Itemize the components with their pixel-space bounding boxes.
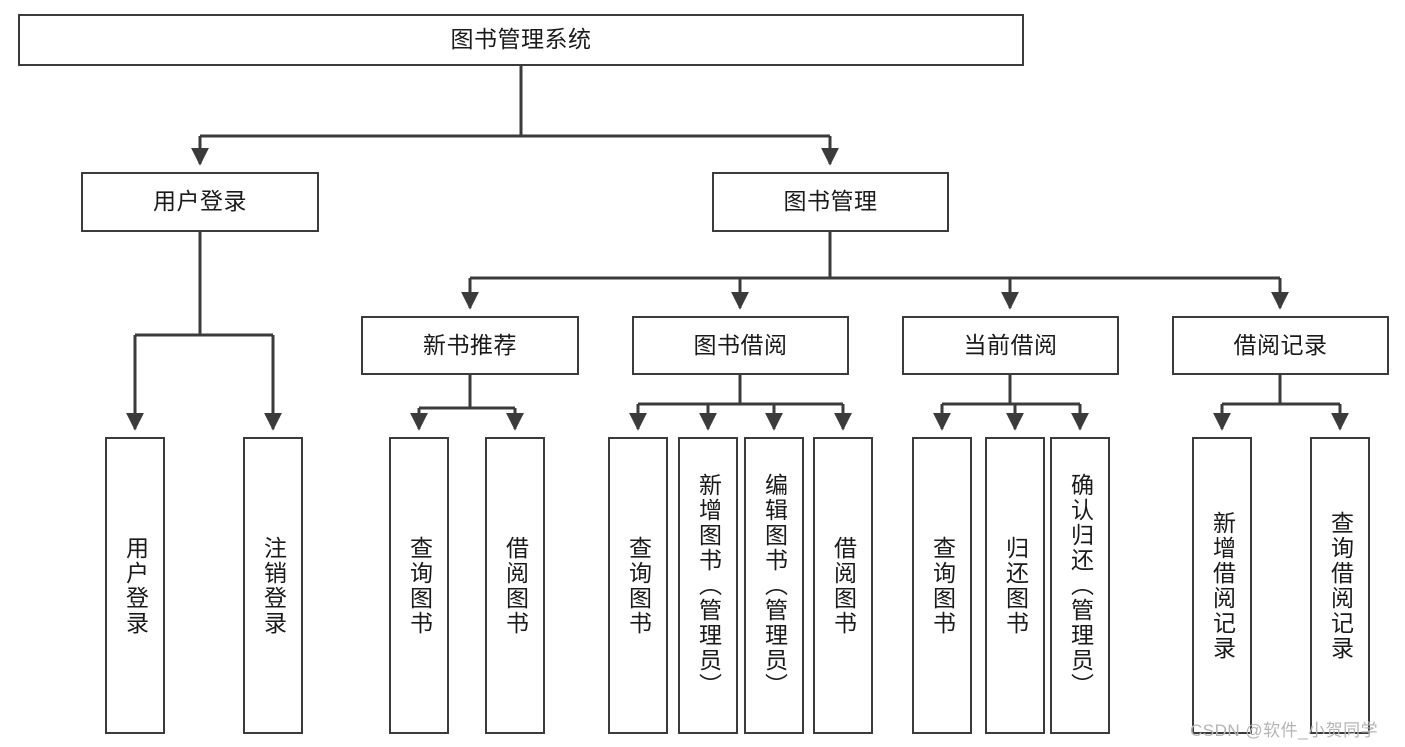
node-label: 注销登录 [260, 535, 287, 636]
node-label: 借阅图书 [830, 535, 857, 636]
node-label: 图书借阅 [693, 331, 788, 358]
node-leaf-query-book-2[interactable]: 查询图书 [608, 437, 668, 734]
node-user-login[interactable]: 用户登录 [81, 172, 319, 232]
node-label: 查询图书 [406, 535, 433, 636]
node-label: 用户登录 [153, 188, 247, 215]
node-new-book-rec[interactable]: 新书推荐 [361, 316, 579, 375]
node-leaf-query-record[interactable]: 查询借阅记录 [1310, 437, 1370, 734]
node-leaf-confirm-return-admin[interactable]: 确认归还（管理员） [1050, 437, 1110, 734]
node-label: 查询图书 [929, 535, 956, 636]
node-label: 新书推荐 [423, 331, 517, 358]
node-leaf-query-book-3[interactable]: 查询图书 [912, 437, 972, 734]
node-label: 归还图书 [1002, 535, 1029, 636]
node-leaf-add-record[interactable]: 新增借阅记录 [1192, 437, 1252, 734]
node-label: 当前借阅 [963, 331, 1058, 358]
node-book-borrow[interactable]: 图书借阅 [632, 316, 849, 375]
node-leaf-borrow-book-2[interactable]: 借阅图书 [813, 437, 873, 734]
node-current-borrow[interactable]: 当前借阅 [902, 316, 1119, 375]
csdn-watermark: CSDN @软件_小贺同学 [1190, 721, 1379, 740]
node-leaf-query-book-1[interactable]: 查询图书 [389, 437, 449, 734]
node-leaf-return-book[interactable]: 归还图书 [985, 437, 1045, 734]
node-label: 查询借阅记录 [1327, 510, 1354, 661]
node-label: 编辑图书（管理员） [761, 473, 788, 698]
node-leaf-user-login[interactable]: 用户登录 [105, 437, 165, 734]
node-root[interactable]: 图书管理系统 [18, 14, 1024, 66]
node-label: 图书管理 [783, 188, 878, 215]
node-leaf-edit-book-admin[interactable]: 编辑图书（管理员） [744, 437, 804, 734]
node-leaf-logout[interactable]: 注销登录 [243, 437, 303, 734]
node-label: 图书管理系统 [450, 26, 592, 53]
node-label: 确认归还（管理员） [1067, 473, 1094, 698]
node-borrow-record[interactable]: 借阅记录 [1172, 316, 1389, 375]
node-label: 用户登录 [122, 535, 149, 636]
node-label: 借阅图书 [502, 535, 529, 636]
node-label: 新增图书（管理员） [695, 473, 722, 698]
node-label: 借阅记录 [1233, 331, 1328, 358]
node-label: 新增借阅记录 [1209, 510, 1236, 661]
node-leaf-add-book-admin[interactable]: 新增图书（管理员） [678, 437, 738, 734]
node-book-manage[interactable]: 图书管理 [712, 172, 949, 232]
node-leaf-borrow-book-1[interactable]: 借阅图书 [485, 437, 545, 734]
node-label: 查询图书 [625, 535, 652, 636]
